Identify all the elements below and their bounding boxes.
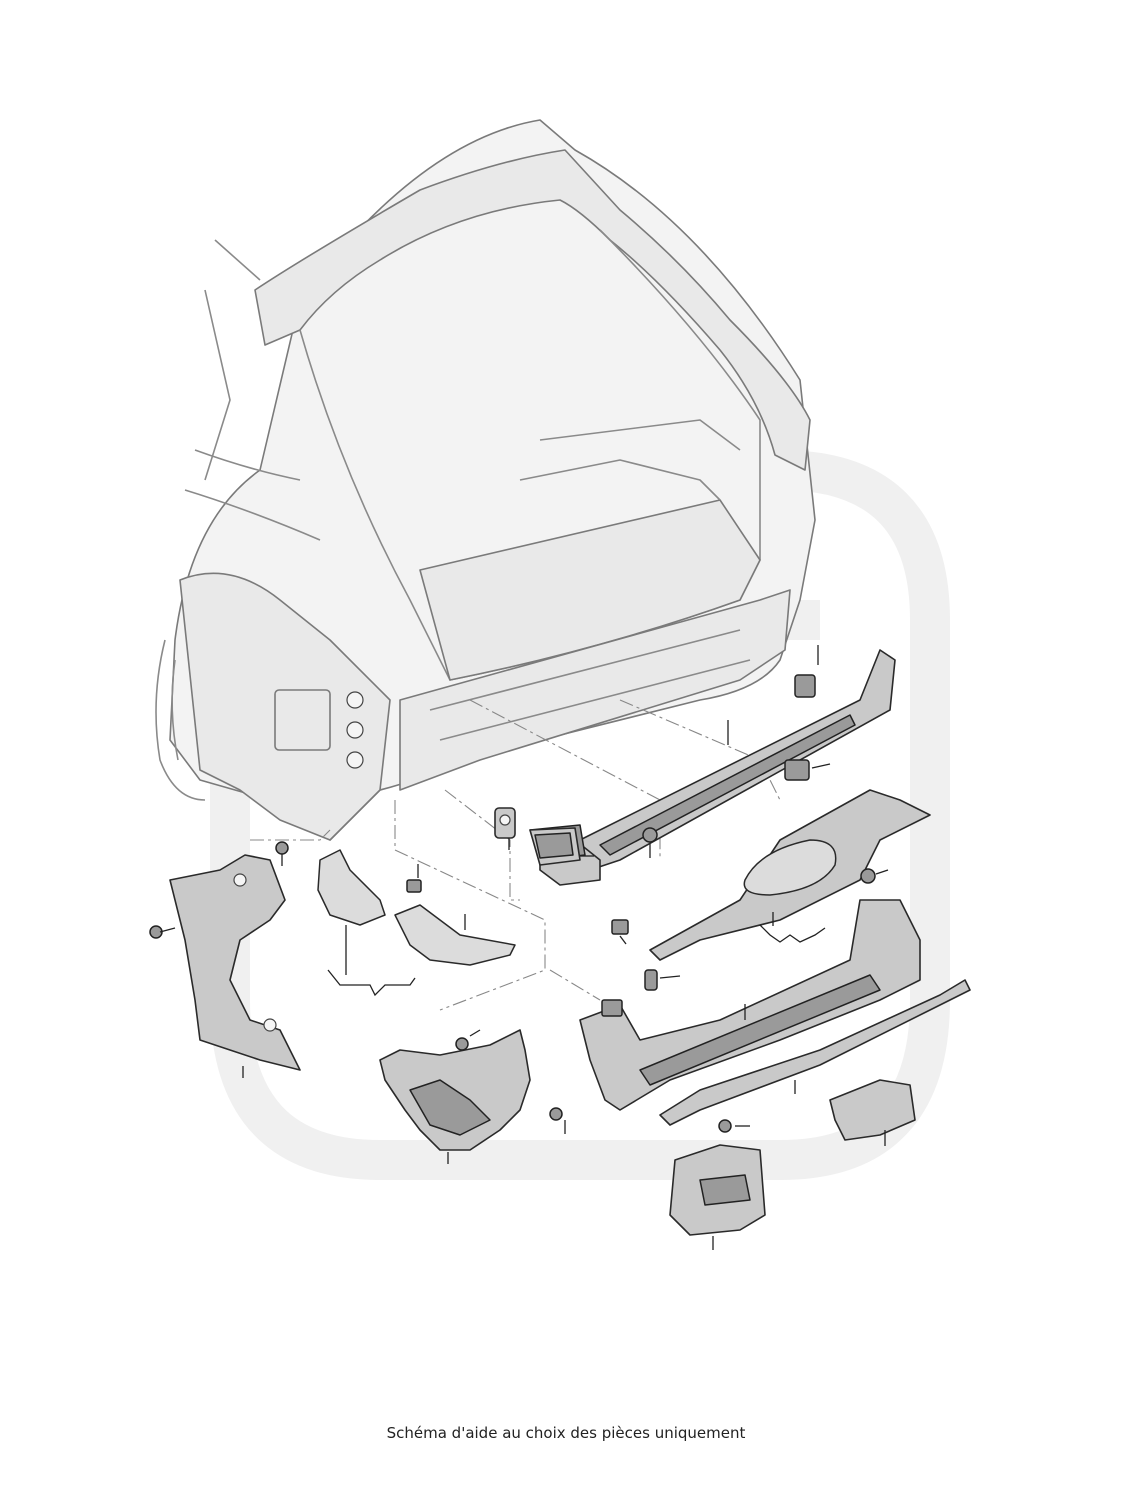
part-lower-left-absorber <box>379 1029 531 1151</box>
part-control-module <box>529 827 581 866</box>
part-foam-block-center <box>669 1144 766 1236</box>
part-left-mount-plate <box>394 904 516 966</box>
screw-left <box>149 925 176 939</box>
screw-lower-left <box>455 1037 469 1051</box>
screw-top-left <box>275 841 289 866</box>
nut-right <box>860 868 876 884</box>
fasteners <box>149 759 876 1133</box>
part-reinforcement-strip <box>659 979 971 1126</box>
nut-center <box>642 827 658 843</box>
part-left-side-bracket <box>169 854 301 1071</box>
screw-lower-right <box>718 1119 732 1133</box>
part-upper-absorber-bar <box>579 649 896 871</box>
clip-upper-right <box>784 759 810 781</box>
vehicle-rear-body <box>155 119 816 841</box>
part-bumper-beam <box>579 899 921 1111</box>
part-rear-cross-panel <box>649 789 931 961</box>
part-grommet <box>494 807 516 839</box>
clip-center-left <box>406 879 422 893</box>
diagram-caption: Schéma d'aide au choix des pièces unique… <box>386 1424 746 1442</box>
clip-center <box>611 919 629 935</box>
part-left-heat-shield <box>317 849 386 926</box>
part-foam-block-right <box>829 1079 916 1141</box>
push-pin <box>644 969 658 991</box>
small-bracket-right <box>601 999 623 1017</box>
leader-lines <box>242 645 889 1250</box>
screw-lower-mid <box>549 1107 563 1121</box>
